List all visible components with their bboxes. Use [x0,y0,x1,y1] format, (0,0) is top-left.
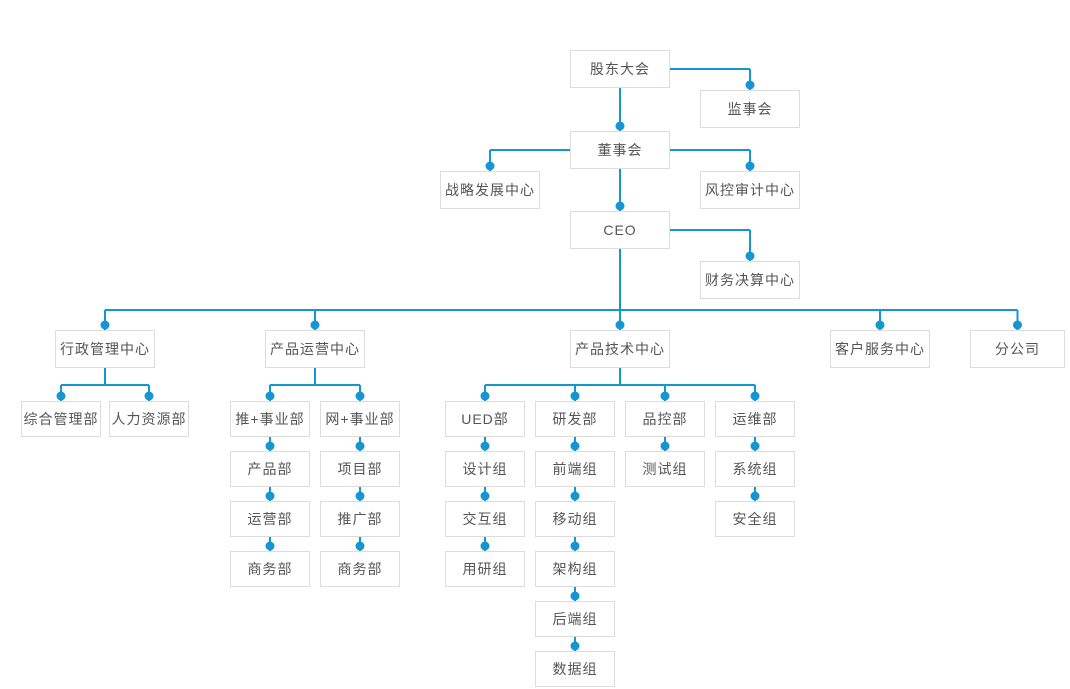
org-node-interaction-group: 交互组 [445,501,525,537]
org-node-project-dept: 项目部 [320,451,400,487]
org-node-label: 测试组 [642,461,688,477]
org-node-label: 研发部 [552,411,598,427]
org-node-test-group: 测试组 [625,451,705,487]
org-node-label: 客户服务中心 [835,341,925,357]
org-node-design-group: 设计组 [445,451,525,487]
org-node-service-center: 客户服务中心 [830,330,930,368]
org-node-label: 交互组 [462,511,508,527]
org-node-strategy-center: 战略发展中心 [440,171,540,209]
org-node-admin-center: 行政管理中心 [55,330,155,368]
org-node-label: 监事会 [727,101,773,117]
org-node-label: 分公司 [995,341,1040,357]
org-node-qc-dept: 品控部 [625,401,705,437]
org-node-shareholders-meeting: 股东大会 [570,50,670,88]
org-node-label: 前端组 [552,461,598,477]
org-node-arch-group: 架构组 [535,551,615,587]
org-node-label: 用研组 [462,561,508,577]
org-node-supervisory-board: 监事会 [700,90,800,128]
org-node-label: 行政管理中心 [60,341,150,357]
org-node-label: 股东大会 [590,61,650,77]
org-node-label: 移动组 [552,511,598,527]
org-node-product-dept: 产品部 [230,451,310,487]
org-node-label: 战略发展中心 [445,182,535,198]
org-node-label: 财务决算中心 [705,272,795,288]
org-node-hr-dept: 人力资源部 [109,401,189,437]
org-node-label: 推广部 [337,511,383,527]
org-node-ops-center: 产品运营中心 [265,330,365,368]
org-node-risk-audit-center: 风控审计中心 [700,171,800,209]
org-node-ceo: CEO [570,211,670,249]
org-node-business-dept-2: 商务部 [320,551,400,587]
org-node-label: 项目部 [337,461,383,477]
org-node-system-group: 系统组 [715,451,795,487]
org-node-security-group: 安全组 [715,501,795,537]
org-node-board-of-directors: 董事会 [570,131,670,169]
org-node-label: 综合管理部 [23,411,99,427]
org-node-label: 商务部 [247,561,293,577]
org-node-label: UED部 [461,411,509,427]
org-node-finance-center: 财务决算中心 [700,261,800,299]
org-node-label: 推+事业部 [235,411,305,427]
org-node-label: 产品运营中心 [270,341,360,357]
org-node-label: 董事会 [597,142,643,158]
org-node-label: 人力资源部 [111,411,187,427]
org-node-label: 商务部 [337,561,383,577]
org-node-backend-group: 后端组 [535,601,615,637]
org-node-rd-dept: 研发部 [535,401,615,437]
org-node-research-group: 用研组 [445,551,525,587]
org-node-branch-company: 分公司 [970,330,1065,368]
org-node-business-dept-1: 商务部 [230,551,310,587]
org-node-om-dept: 运维部 [715,401,795,437]
org-node-label: 产品技术中心 [575,341,665,357]
org-node-label: 风控审计中心 [705,182,795,198]
org-node-label: 安全组 [732,511,778,527]
org-node-label: 运营部 [247,511,293,527]
org-node-label: 设计组 [462,461,508,477]
org-node-tui-division: 推+事业部 [230,401,310,437]
org-node-label: 网+事业部 [325,411,395,427]
org-node-mobile-group: 移动组 [535,501,615,537]
org-node-label: 后端组 [552,611,598,627]
org-node-wang-division: 网+事业部 [320,401,400,437]
org-node-promotion-dept: 推广部 [320,501,400,537]
org-node-label: 架构组 [552,561,598,577]
org-node-label: 系统组 [732,461,778,477]
org-node-operation-dept: 运营部 [230,501,310,537]
org-node-ued-dept: UED部 [445,401,525,437]
org-node-data-group: 数据组 [535,651,615,687]
org-node-label: 运维部 [732,411,778,427]
org-node-label: CEO [603,222,637,238]
org-node-label: 产品部 [247,461,293,477]
org-node-label: 品控部 [642,411,688,427]
org-node-general-dept: 综合管理部 [21,401,101,437]
org-node-tech-center: 产品技术中心 [570,330,670,368]
org-node-label: 数据组 [552,661,598,677]
org-node-frontend-group: 前端组 [535,451,615,487]
